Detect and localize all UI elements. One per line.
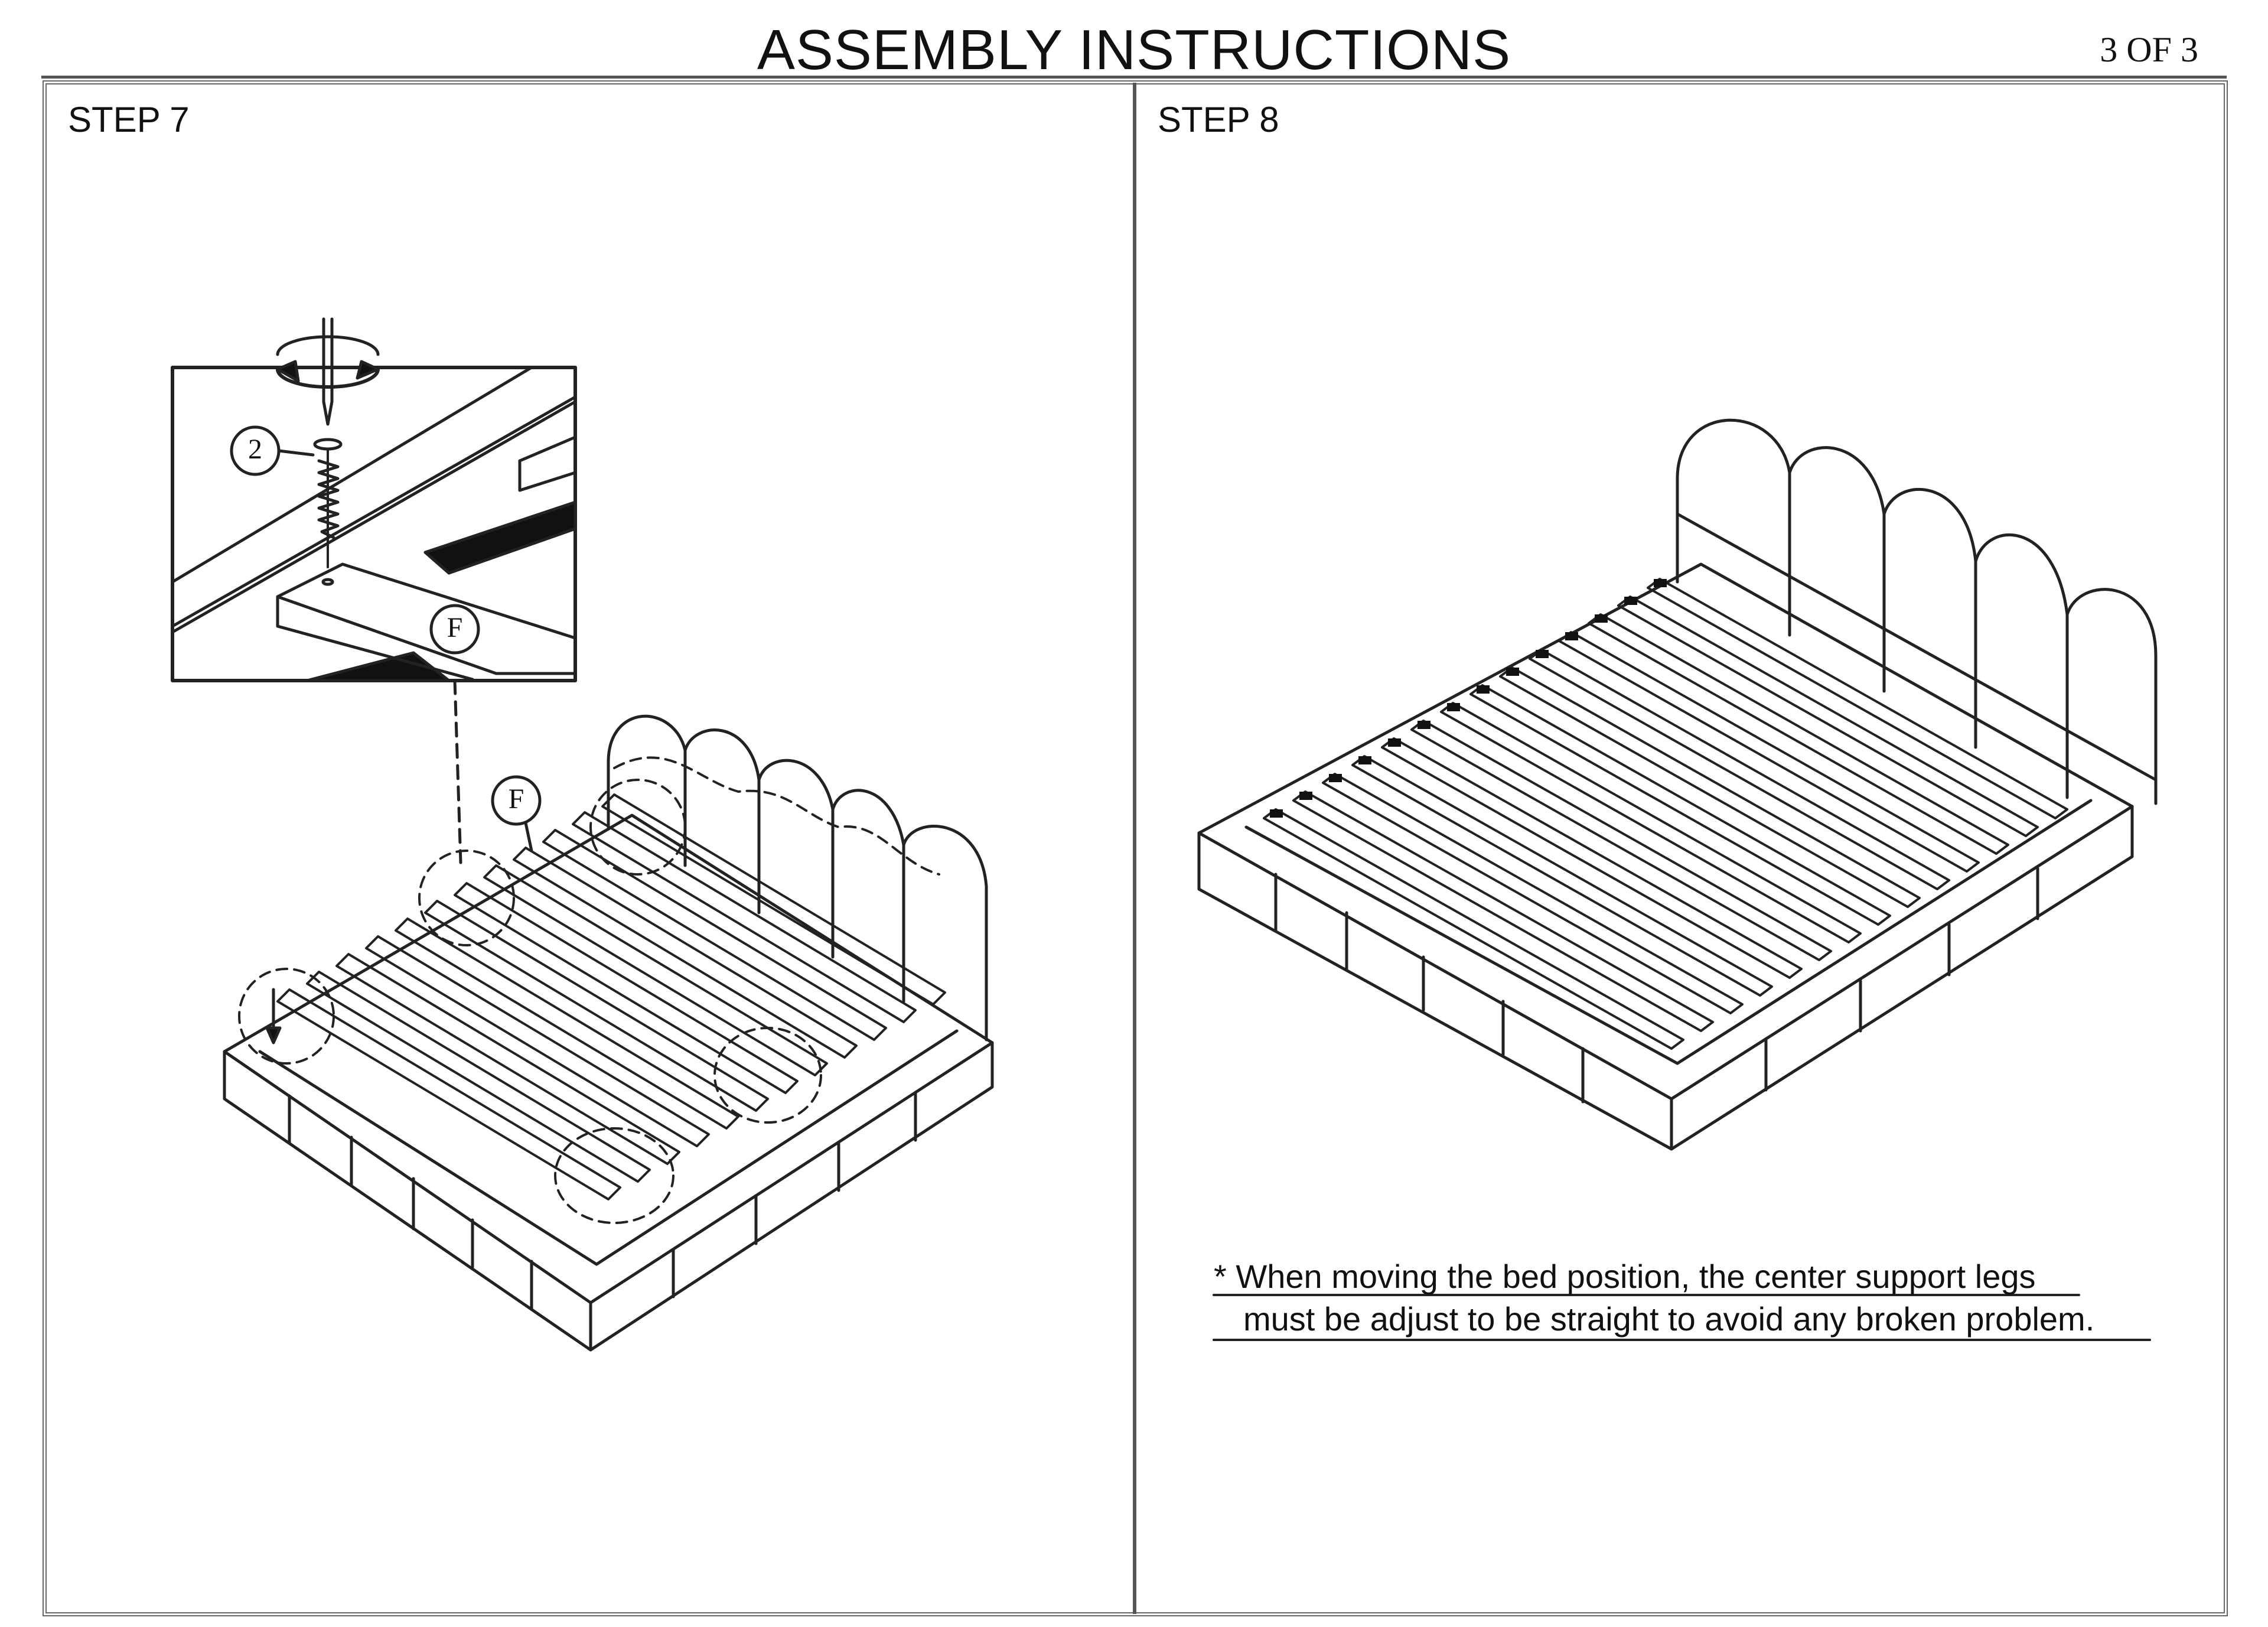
step7-label: STEP 7 xyxy=(68,100,190,139)
callout-screw-2: 2 xyxy=(248,434,262,465)
step8-label: STEP 8 xyxy=(1158,100,1279,139)
panel-divider xyxy=(1133,83,1136,1614)
note-line-2: must be adjust to be straight to avoid a… xyxy=(1243,1300,2095,1338)
detail-inset xyxy=(171,317,577,864)
page-title: ASSEMBLY INSTRUCTIONS xyxy=(757,18,1511,82)
step7-bed xyxy=(223,714,994,1352)
note-line-1: * When moving the bed position, the cent… xyxy=(1214,1258,2036,1295)
callout-slat-f-inset: F xyxy=(447,612,463,643)
step8-bed xyxy=(1197,418,2158,1151)
callout-slat-f-bed: F xyxy=(508,783,524,815)
header-rule xyxy=(41,76,2227,79)
page-number: 3 OF 3 xyxy=(2100,30,2198,69)
instruction-frame xyxy=(43,80,2228,1616)
step8-note: * When moving the bed position, the cent… xyxy=(1214,1255,2094,1340)
